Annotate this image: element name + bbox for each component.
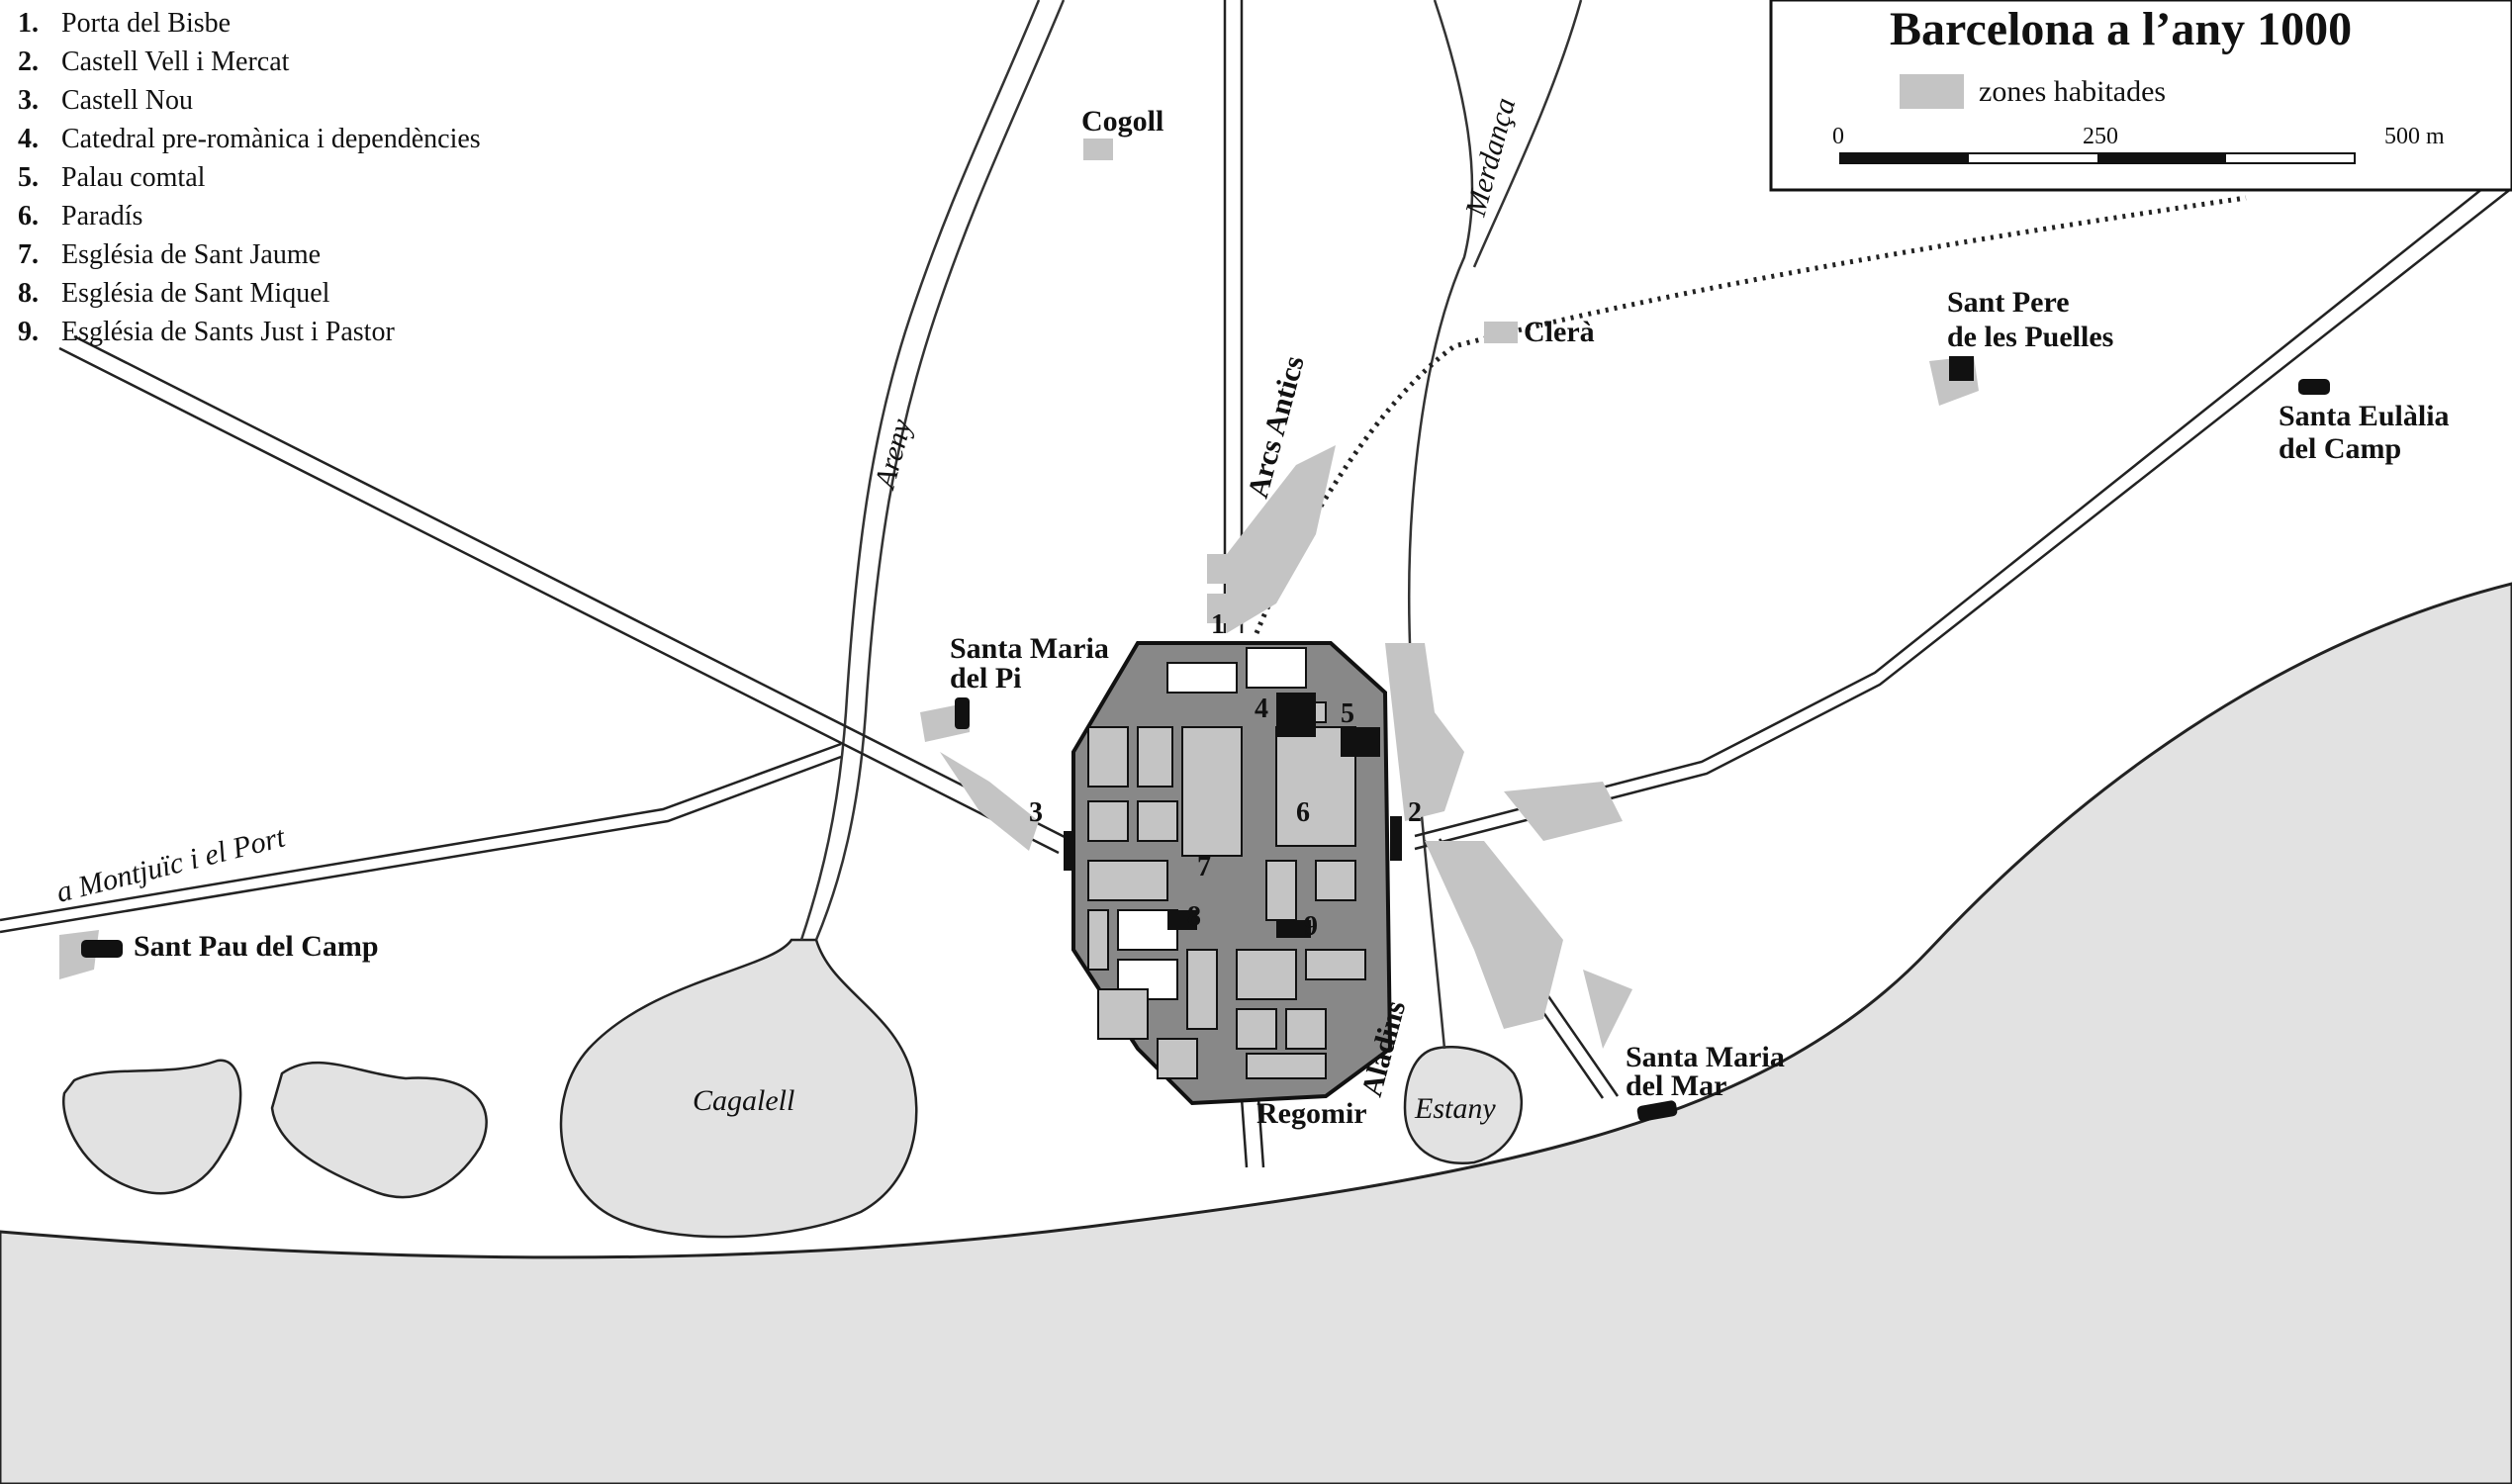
legend-text-7: Església de Sant Jaume xyxy=(61,239,321,270)
lagoon-cagalell xyxy=(559,938,918,1239)
scale-tick-0: 0 xyxy=(1832,124,1844,149)
legend-text-8: Església de Sant Miquel xyxy=(61,278,330,309)
stream-merdansa-inner xyxy=(1472,0,1583,268)
building-santa-maria-mar xyxy=(1636,1100,1678,1122)
lagoon-west-2 xyxy=(270,1061,488,1199)
legend-num-4: 4. xyxy=(18,124,39,154)
city-num-2: 2 xyxy=(1408,797,1422,828)
legend-num-5: 5. xyxy=(18,162,39,193)
city-num-9: 9 xyxy=(1304,911,1318,942)
legend-text-4: Catedral pre-romànica i dependències xyxy=(61,124,481,154)
building-sant-pau xyxy=(81,940,123,958)
city-buildings xyxy=(1167,693,1380,938)
building-santa-eulalia xyxy=(2298,379,2330,395)
stream-merdansa xyxy=(1407,0,1474,1050)
building-sant-pere xyxy=(1949,356,1974,381)
legend-text-6: Paradís xyxy=(61,201,142,232)
label-sant-pere-1: Sant Pere xyxy=(1947,286,2070,319)
label-cagalell: Cagalell xyxy=(693,1084,794,1117)
city-num-7: 7 xyxy=(1197,852,1211,882)
label-santa-maria-mar-1: Santa Maria xyxy=(1626,1041,1785,1073)
legend-num-2: 2. xyxy=(18,46,39,77)
walled-city xyxy=(1064,641,1402,1106)
place-labels: Cogoll Clerà Sant Pere de les Puelles Sa… xyxy=(134,105,2450,1130)
streams xyxy=(799,0,1583,1050)
label-santa-maria-mar-2: del Mar xyxy=(1626,1069,1726,1102)
label-cogoll: Cogoll xyxy=(1081,105,1163,138)
scale-bar: 0 250 500 m xyxy=(1832,124,2445,164)
map-title: Barcelona a l’any 1000 xyxy=(1890,3,2352,55)
legend-text-1: Porta del Bisbe xyxy=(61,8,231,39)
label-santa-maria-pi-2: del Pi xyxy=(950,662,1022,695)
legend-text-5: Palau comtal xyxy=(61,162,206,193)
scale-tick-500: 500 m xyxy=(2384,124,2445,149)
city-number-labels: 1 2 3 4 5 6 7 8 9 xyxy=(1029,609,1422,942)
road-northwest xyxy=(58,346,1060,855)
city-num-4: 4 xyxy=(1255,694,1268,724)
label-santa-eulalia-1: Santa Eulàlia xyxy=(2279,400,2450,432)
lagoon-west-1 xyxy=(62,1059,242,1195)
label-sant-pere-2: de les Puelles xyxy=(1947,321,2113,353)
label-santa-eulalia-2: del Camp xyxy=(2279,432,2401,465)
map-key: Barcelona a l’any 1000 zones habitades 0… xyxy=(1769,0,2512,192)
legend-num-6: 6. xyxy=(18,201,39,232)
city-num-5: 5 xyxy=(1341,698,1354,729)
legend-num-8: 8. xyxy=(18,278,39,309)
label-sant-pau: Sant Pau del Camp xyxy=(134,930,379,963)
label-montjuic: a Montjuïc i el Port xyxy=(53,820,289,908)
scale-tick-250: 250 xyxy=(2083,124,2118,149)
numbered-legend: 1. Porta del Bisbe 2. Castell Vell i Mer… xyxy=(18,8,481,347)
legend-num-9: 9. xyxy=(18,317,39,347)
legend-text-3: Castell Nou xyxy=(61,85,193,116)
legend-num-1: 1. xyxy=(18,8,39,39)
inhabited-zones xyxy=(59,139,1979,1049)
label-estany: Estany xyxy=(1414,1092,1496,1125)
outlying-buildings xyxy=(81,356,2330,1122)
city-num-1: 1 xyxy=(1211,609,1225,640)
road-montjuic xyxy=(0,742,842,922)
label-merdansa: Merdança xyxy=(1459,94,1523,221)
legend-num-7: 7. xyxy=(18,239,39,270)
label-clera: Clerà xyxy=(1524,316,1595,348)
legend-num-3: 3. xyxy=(18,85,39,116)
legend-text-9: Església de Sants Just i Pastor xyxy=(61,317,395,347)
legend-swatch xyxy=(1900,74,1964,109)
legend-swatch-label: zones habitades xyxy=(1979,75,2166,108)
stream-areny xyxy=(799,0,1041,941)
legend-text-2: Castell Vell i Mercat xyxy=(61,46,290,77)
label-regomir: Regomir xyxy=(1256,1097,1367,1130)
city-num-6: 6 xyxy=(1296,797,1310,828)
building-santa-maria-pi xyxy=(955,697,970,729)
sea xyxy=(0,582,2512,1484)
aqueduct xyxy=(1254,195,2247,634)
stream-areny-inner xyxy=(814,0,1066,941)
label-santa-maria-pi-1: Santa Maria xyxy=(950,632,1109,665)
label-areny: Areny xyxy=(868,415,918,493)
lagoon-estany xyxy=(1403,1046,1524,1164)
city-num-3: 3 xyxy=(1029,797,1043,828)
city-num-8: 8 xyxy=(1187,901,1201,932)
